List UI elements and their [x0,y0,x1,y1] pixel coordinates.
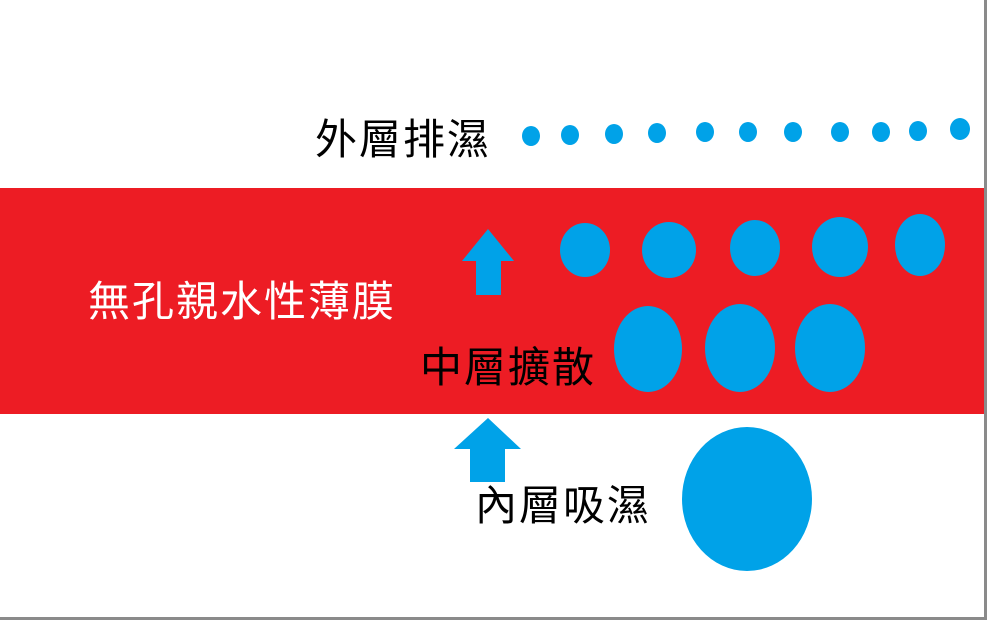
inner-layer-label: 內層吸濕 [475,481,652,530]
water-drop-icon [705,304,775,392]
water-drop-icon [614,306,682,392]
water-drop-icon [812,217,868,277]
membrane-label: 無孔親水性薄膜 [88,277,397,326]
water-drop-icon [522,126,540,146]
membrane-upper-drops [560,214,945,278]
water-drop-icon [795,304,865,392]
outer-drops [522,118,970,146]
water-drop-icon [831,122,849,142]
water-drop-icon [739,122,757,142]
water-drop-icon [561,125,579,145]
water-drop-icon [682,427,812,571]
up-arrow-icon [462,229,514,295]
water-drop-icon [730,220,780,276]
water-drop-icon [909,121,927,141]
water-drop-icon [560,223,610,277]
water-drop-icon [642,222,696,278]
water-drop-icon [648,123,666,143]
water-drop-icon [784,122,802,142]
membrane-middle-drops [614,304,865,392]
middle-layer-label: 中層擴散 [420,343,597,392]
water-drop-icon [895,214,945,276]
outer-layer-label: 外層排濕 [315,115,492,164]
up-arrow-icon [454,418,521,482]
water-drop-icon [950,118,970,140]
water-drop-icon [872,122,890,142]
water-drop-icon [696,122,714,142]
water-drop-icon [605,124,623,144]
